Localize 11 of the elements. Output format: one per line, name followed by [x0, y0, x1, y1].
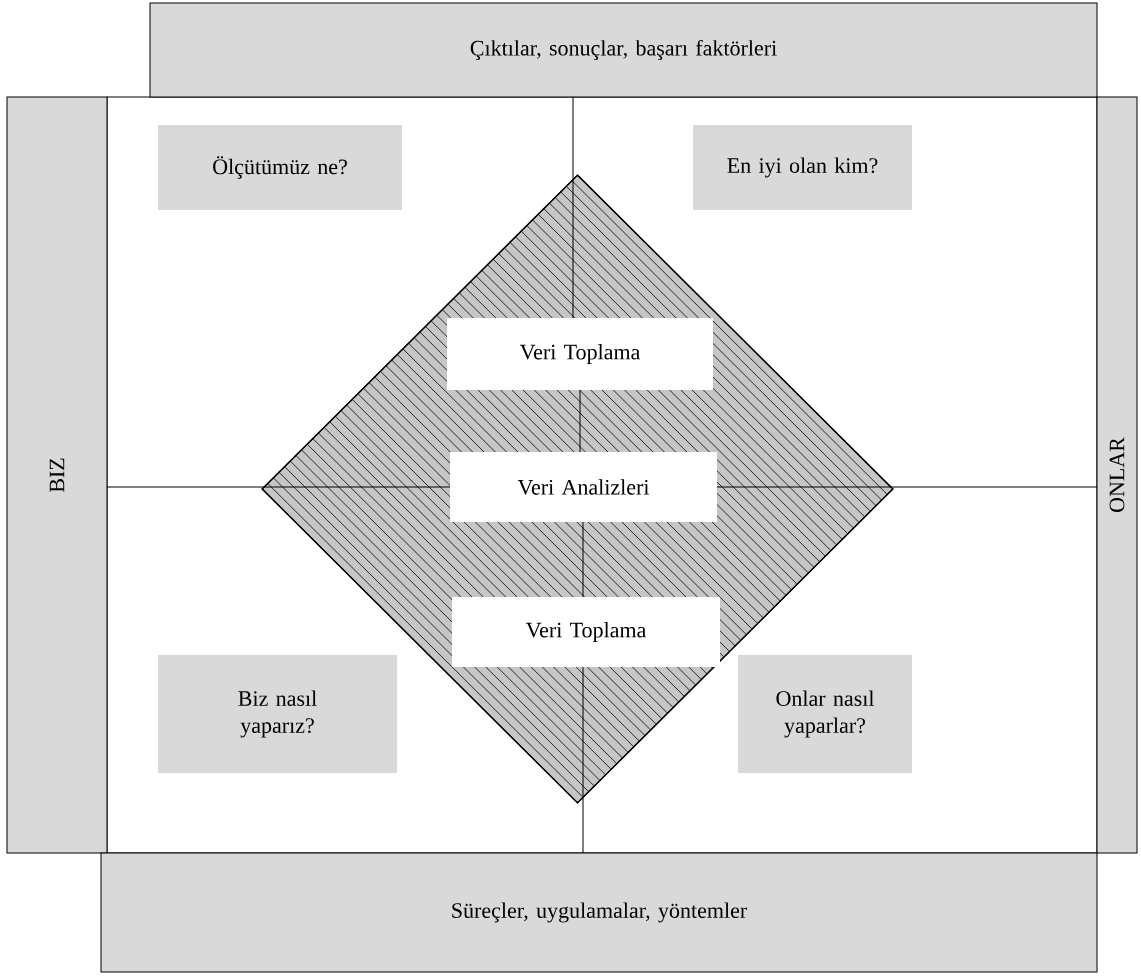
question-box: En iyi olan kim? — [693, 125, 912, 210]
step-box: Veri Toplama — [452, 597, 720, 667]
question-box: Biz nasıl yaparız? — [158, 655, 397, 773]
side-band: BIZ — [6, 96, 108, 854]
label-band: Süreçler, uygulamalar, yöntemler — [100, 852, 1098, 973]
step-box: Veri Analizleri — [450, 452, 717, 522]
label-band: Çıktılar, sonuçlar, başarı faktörleri — [149, 2, 1098, 98]
question-box: Ölçütümüz ne? — [158, 125, 402, 210]
question-box: Onlar nasıl yaparlar? — [738, 655, 912, 773]
side-band: ONLAR — [1096, 96, 1138, 854]
step-box: Veri Toplama — [447, 318, 713, 390]
